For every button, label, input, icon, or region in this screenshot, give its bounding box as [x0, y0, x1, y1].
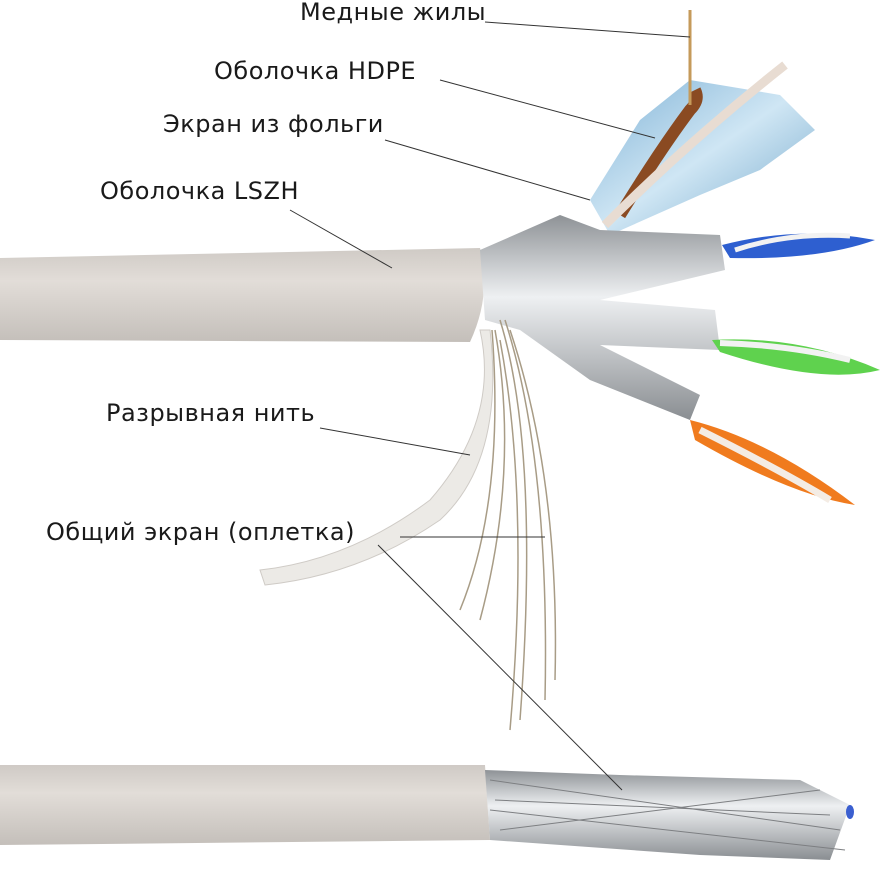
blue-pair	[722, 233, 875, 259]
braid-bottom	[485, 770, 850, 860]
green-pair	[712, 339, 880, 375]
green-pair-white-stripe	[719, 340, 851, 363]
label-hdpe-sheath: Оболочка HDPE	[214, 57, 417, 85]
ripcord	[259, 329, 494, 586]
leader-lines	[289, 21, 691, 791]
label-foil-screen: Экран из фольги	[163, 110, 384, 138]
braid-strands	[459, 319, 557, 731]
orange-pair	[690, 420, 855, 505]
label-copper-cores: Медные жилы	[300, 0, 487, 26]
foil-bundle	[480, 215, 725, 420]
blue-pair-white-stripe	[734, 232, 851, 253]
braid-bottom-weave	[489, 779, 846, 851]
orange-pair-white-stripe	[698, 426, 832, 504]
blue-foil-pair	[590, 80, 815, 235]
lszh-jacket-top	[0, 248, 485, 342]
brown-wire	[614, 87, 703, 219]
blue-tip	[846, 805, 854, 819]
label-overall-braid: Общий экран (оплетка)	[46, 518, 355, 546]
label-ripcord: Разрывная нить	[106, 399, 316, 427]
label-lszh-sheath: Оболочка LSZH	[100, 177, 300, 205]
lszh-jacket-bottom	[0, 765, 490, 845]
white-wire	[601, 61, 788, 229]
